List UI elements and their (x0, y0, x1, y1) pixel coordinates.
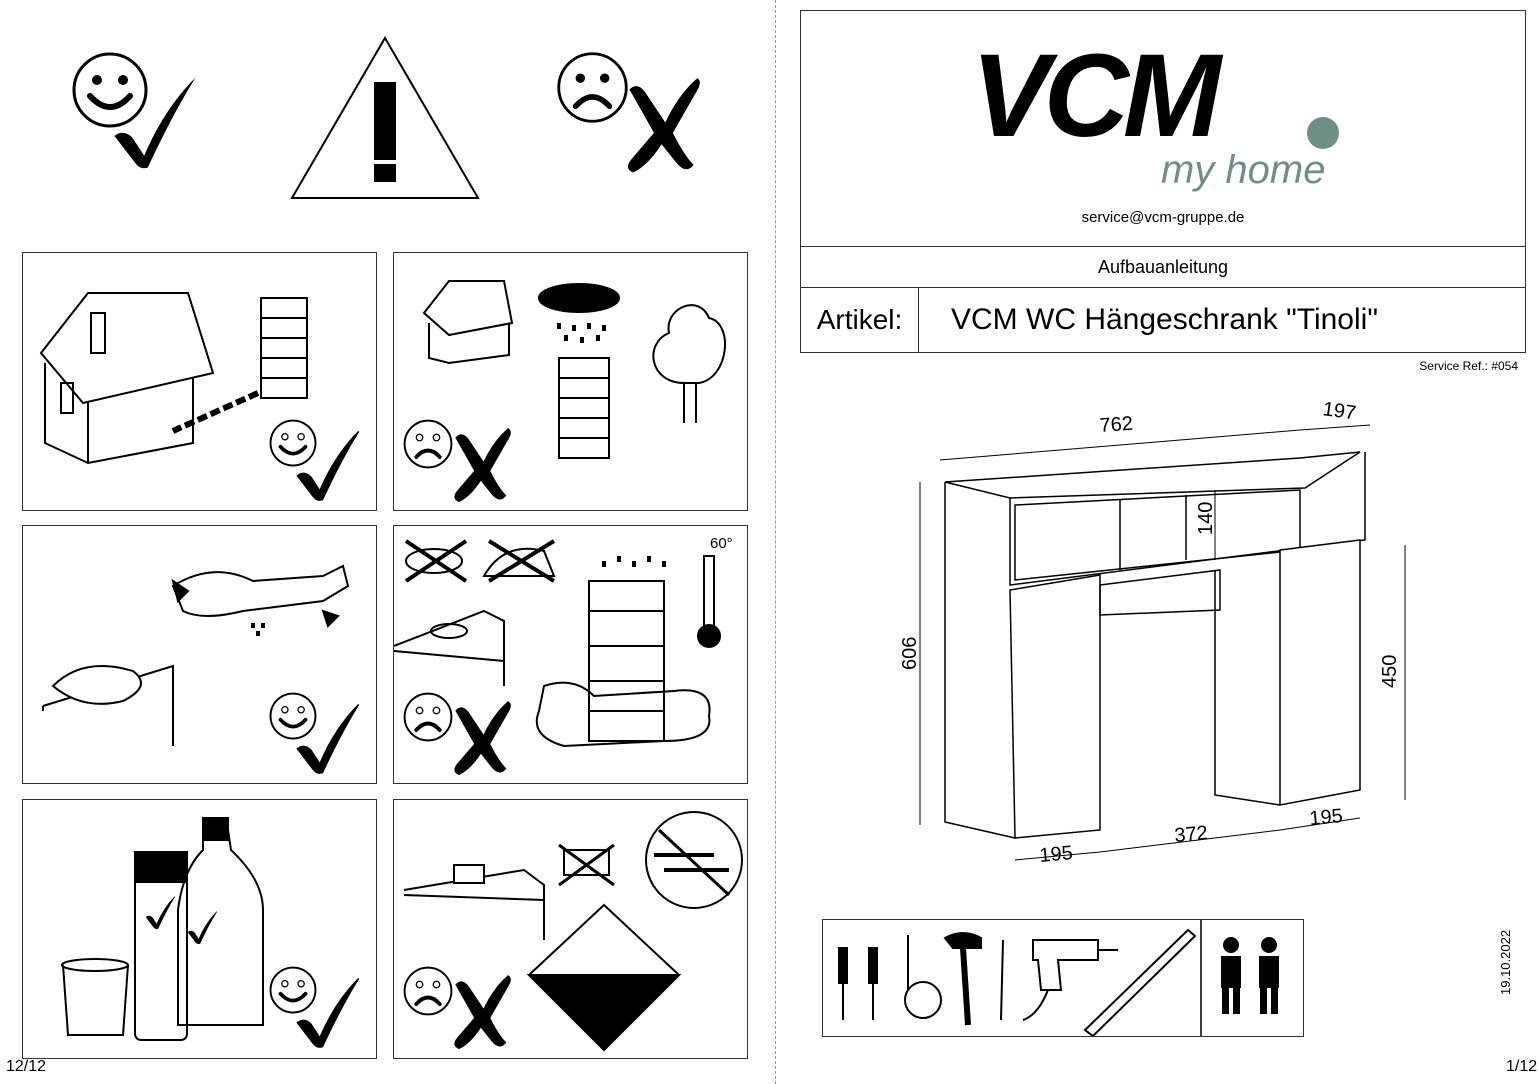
dimension-lines (919, 424, 1406, 861)
hot-surface-icon (394, 609, 505, 686)
article-label: Artikel: (801, 287, 919, 352)
panel-no-outdoor-use (393, 252, 748, 511)
sponge-crossed-icon (558, 843, 615, 887)
corrosive-hazard-icon (526, 903, 682, 1052)
cross-icon (627, 78, 700, 173)
cross-icon (454, 975, 511, 1050)
panel-indoor-use (22, 252, 377, 511)
shelf-icon (588, 580, 665, 742)
dim-door-height: 450 (1379, 655, 1401, 688)
page-divider (775, 0, 776, 1084)
smiley-icon (268, 418, 318, 468)
tree-icon (652, 304, 726, 423)
logo-dot (1307, 117, 1339, 149)
dim-shelf-height: 140 (1195, 502, 1217, 535)
frown-icon (402, 691, 454, 743)
good-legend (70, 50, 196, 169)
panel-no-heat-water: 60° (393, 525, 748, 784)
checkmark-icon (145, 896, 176, 930)
bad-legend (555, 50, 700, 173)
smiley-icon (268, 965, 318, 1015)
smiley-icon (74, 54, 146, 126)
temperature-label: 60° (710, 535, 733, 552)
scouring-pad-icon (403, 864, 545, 940)
page-number-left: 12/12 (6, 1058, 47, 1075)
dim-height: 606 (899, 637, 921, 670)
panel-no-abrasives (393, 799, 748, 1059)
cross-icon (454, 701, 511, 776)
smiley-icon (268, 691, 318, 741)
frown-icon (402, 418, 454, 470)
cabinet-dimension-drawing: 762 197 140 606 450 195 372 195 (899, 398, 1406, 867)
awl-icon (1000, 939, 1004, 1021)
knife-prohibited-icon (645, 811, 743, 909)
iron-crossed-icon (482, 539, 556, 583)
page-number-right: 1/12 (1506, 1058, 1538, 1075)
water-puddle-icon (535, 681, 711, 748)
arrow-icon (171, 390, 260, 434)
frown-icon (559, 54, 627, 122)
dim-gap: 372 (1174, 822, 1209, 847)
spirit-level-icon (1083, 928, 1197, 1038)
tools-required-box (822, 919, 1304, 1038)
hot-pot-crossed-icon (404, 539, 468, 583)
two-persons-icon (1221, 937, 1279, 1014)
shelf-icon (558, 357, 610, 459)
panel-wipe-dry (22, 525, 377, 784)
document-type: Aufbauanleitung (801, 246, 1525, 288)
thermometer-icon (697, 555, 721, 648)
spray-can-icon (134, 851, 188, 1041)
hammer-icon (943, 932, 982, 1026)
title-block: VCM my home service@vcm-gruppe.de Aufbau… (800, 10, 1526, 353)
document-date: 19.10.2022 (1498, 929, 1513, 995)
gloves-wringing-icon (171, 564, 350, 636)
water-drops-icon (602, 556, 666, 567)
tape-measure-icon (904, 935, 942, 1019)
cross-icon (454, 428, 511, 503)
screwdriver-icon (868, 947, 878, 1020)
dim-depth: 197 (1321, 398, 1357, 424)
dim-door-left: 195 (1039, 842, 1074, 867)
vcm-logo: VCM my home (971, 31, 1339, 192)
drill-icon (1022, 939, 1118, 1021)
dim-width: 762 (1099, 413, 1134, 437)
checkmark-icon (187, 911, 218, 945)
rain-cloud-icon (538, 283, 620, 343)
service-ref: Service Ref.: #054 (1419, 359, 1518, 373)
bottle-icon (177, 817, 264, 1026)
warning-triangle-icon (290, 36, 480, 199)
service-email: service@vcm-gruppe.de (1081, 209, 1245, 226)
shelf-icon (260, 297, 308, 399)
svg-text:VCM: VCM (971, 31, 1224, 162)
screwdriver-icon (838, 947, 848, 1020)
bucket-icon (61, 958, 129, 1036)
panel-mild-cleaners (22, 799, 377, 1059)
dim-door-right: 195 (1309, 805, 1344, 830)
frown-icon (402, 965, 454, 1017)
article-title: VCM WC Hängeschrank "Tinoli" (951, 303, 1378, 336)
svg-text:my home: my home (1161, 148, 1326, 192)
house-icon (422, 280, 514, 365)
house-icon (39, 292, 215, 465)
wiping-cloth-icon (42, 664, 174, 746)
